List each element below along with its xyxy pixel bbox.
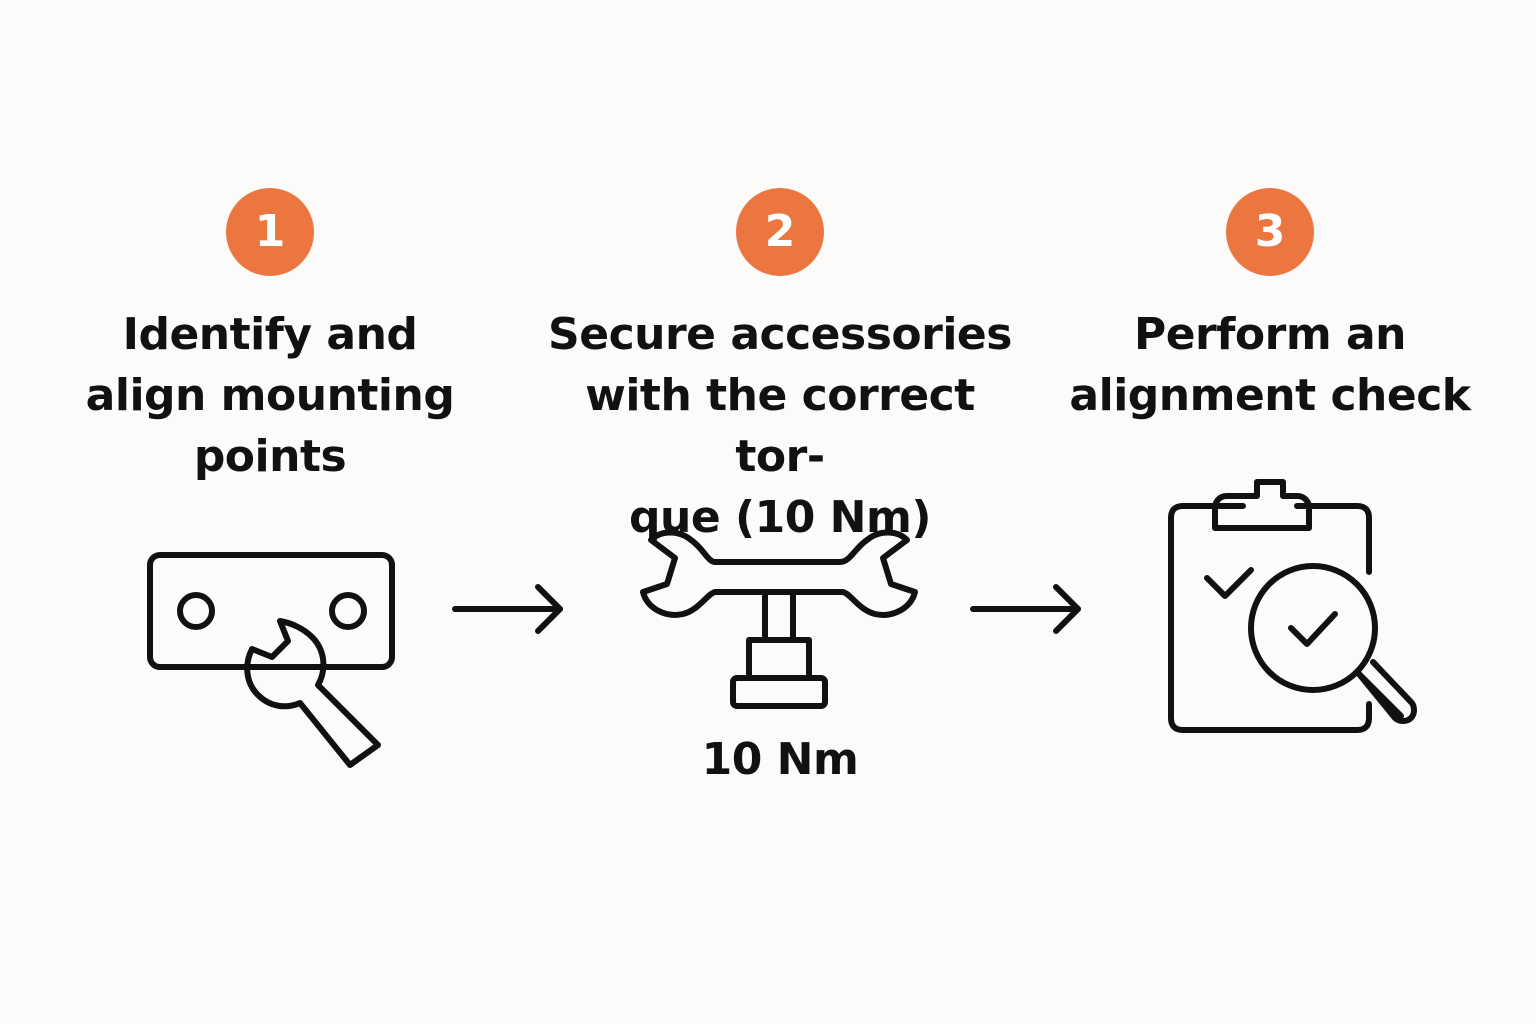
step-number-badge: 2 — [736, 188, 824, 276]
arrow-right-icon — [452, 584, 563, 634]
step-title: Identify and align mounting points — [85, 309, 455, 482]
clipboard-magnifier-check-icon — [1168, 479, 1417, 733]
step-title: Secure accessories with the correct tor-… — [548, 309, 1012, 543]
torque-value-label: 10 Nm — [701, 734, 859, 785]
step-number-badge: 3 — [1226, 188, 1314, 276]
torque-wrench-icon — [640, 529, 918, 709]
step-number-badge: 1 — [226, 188, 314, 276]
arrow-right-icon — [970, 584, 1081, 634]
step-title: Perform an alignment check — [1069, 309, 1471, 421]
mounting-plate-wrench-icon — [147, 552, 395, 768]
